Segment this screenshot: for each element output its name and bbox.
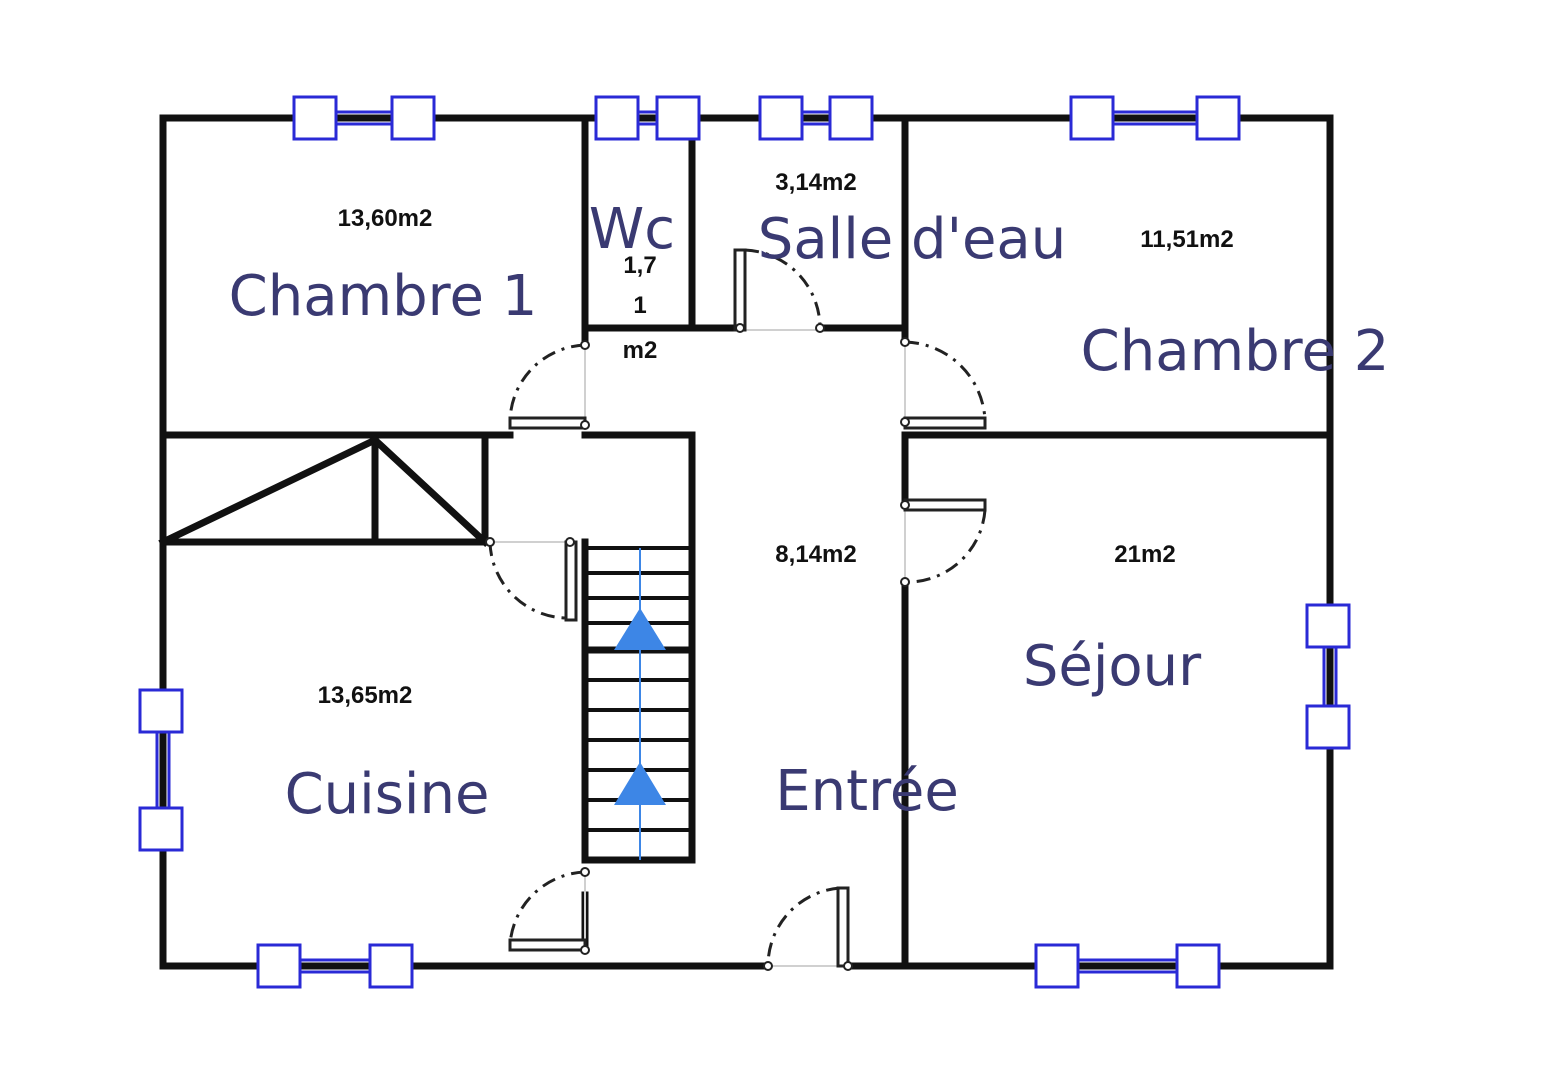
room-name-wc: Wc — [589, 197, 675, 262]
room-name-chambre2: Chambre 2 — [1081, 319, 1390, 384]
area-entree: 8,14m2 — [775, 541, 856, 568]
window-salle-eau — [758, 95, 874, 141]
door-chambre2 — [900, 337, 987, 430]
door-salle-eau — [733, 248, 825, 333]
up-arrow-icon — [614, 608, 666, 650]
room-name-cuisine: Cuisine — [285, 762, 490, 827]
door-closet — [485, 537, 578, 622]
area-sejour: 21m2 — [1114, 541, 1175, 568]
door-sejour — [900, 498, 987, 587]
window-sejour-right — [1305, 603, 1351, 750]
area-labels: 13,60m2 1,7 1 m2 3,14m2 11,51m2 8,14m2 2… — [318, 169, 1234, 709]
windows — [138, 95, 1351, 989]
window-wc — [594, 95, 701, 141]
area-chambre1: 13,60m2 — [338, 205, 433, 232]
door-entree — [763, 886, 853, 971]
window-chambre1 — [292, 95, 436, 141]
room-labels: Chambre 1 Wc Salle d'eau Chambre 2 Entré… — [229, 197, 1390, 827]
door-cuisine — [508, 867, 590, 955]
area-salle-eau: 3,14m2 — [775, 169, 856, 196]
area-wc-line1: 1,7 — [623, 252, 656, 279]
window-cuisine-left — [138, 688, 184, 852]
staircase — [581, 546, 696, 860]
area-chambre2: 11,51m2 — [1140, 226, 1233, 253]
door-jambs — [490, 329, 906, 967]
room-name-sejour: Séjour — [1023, 634, 1202, 699]
window-chambre2 — [1069, 95, 1241, 141]
room-name-chambre1: Chambre 1 — [229, 264, 538, 329]
door-chambre1 — [508, 340, 590, 430]
area-wc-line2: 1 — [633, 292, 646, 319]
window-cuisine-bottom — [256, 943, 414, 989]
interior-walls — [158, 114, 1334, 970]
window-sejour-bottom — [1034, 943, 1221, 989]
up-arrow-icon — [614, 762, 666, 805]
area-wc-line3: m2 — [623, 337, 658, 364]
area-cuisine: 13,65m2 — [318, 682, 413, 709]
room-name-entree: Entrée — [775, 759, 959, 824]
room-name-salle-eau: Salle d'eau — [758, 207, 1066, 272]
